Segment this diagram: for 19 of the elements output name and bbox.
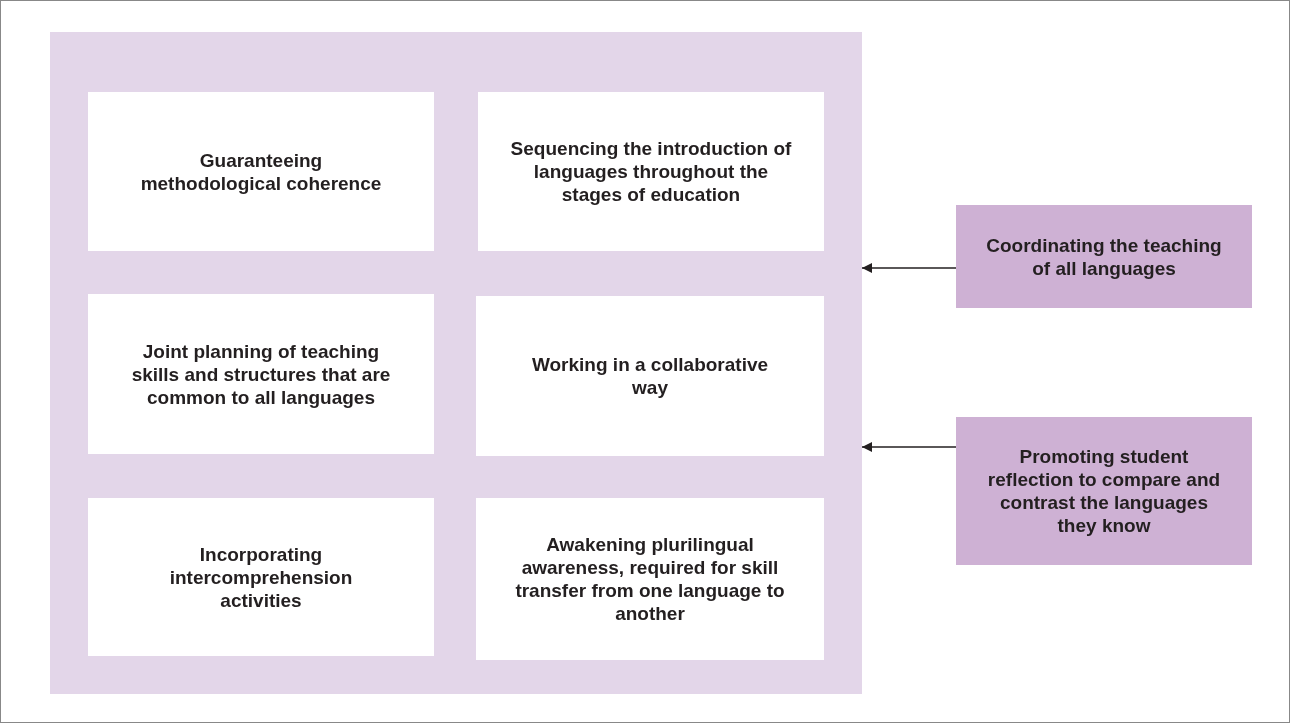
text-box	[88, 498, 434, 656]
text-box	[476, 498, 824, 660]
panel-background	[50, 32, 862, 694]
arrow	[861, 263, 957, 273]
text-box	[956, 205, 1252, 308]
text-box	[956, 417, 1252, 565]
box-text: Promoting student reflection to compare and contrast the languages they know	[986, 445, 1222, 537]
arrow	[861, 442, 957, 452]
box-text: Guaranteeing methodological coherence	[139, 148, 383, 195]
text-box	[476, 296, 824, 456]
box-text: Sequencing the introduction of languages throughout the stages of education	[509, 137, 793, 206]
text-box	[88, 294, 434, 454]
box-text: Incorporating intercomprehension activities	[168, 542, 354, 612]
box-text: Working in a collaborative way	[530, 353, 770, 399]
box-text: Joint planning of teaching skills and structures that are common to all languages	[130, 339, 392, 409]
box-text: Awakening plurilingual awareness, required for skill transfer from one language to another	[514, 533, 786, 625]
text-box	[478, 92, 824, 251]
text-box	[88, 92, 434, 251]
box-text: Coordinating the teaching of all languages	[985, 233, 1223, 280]
